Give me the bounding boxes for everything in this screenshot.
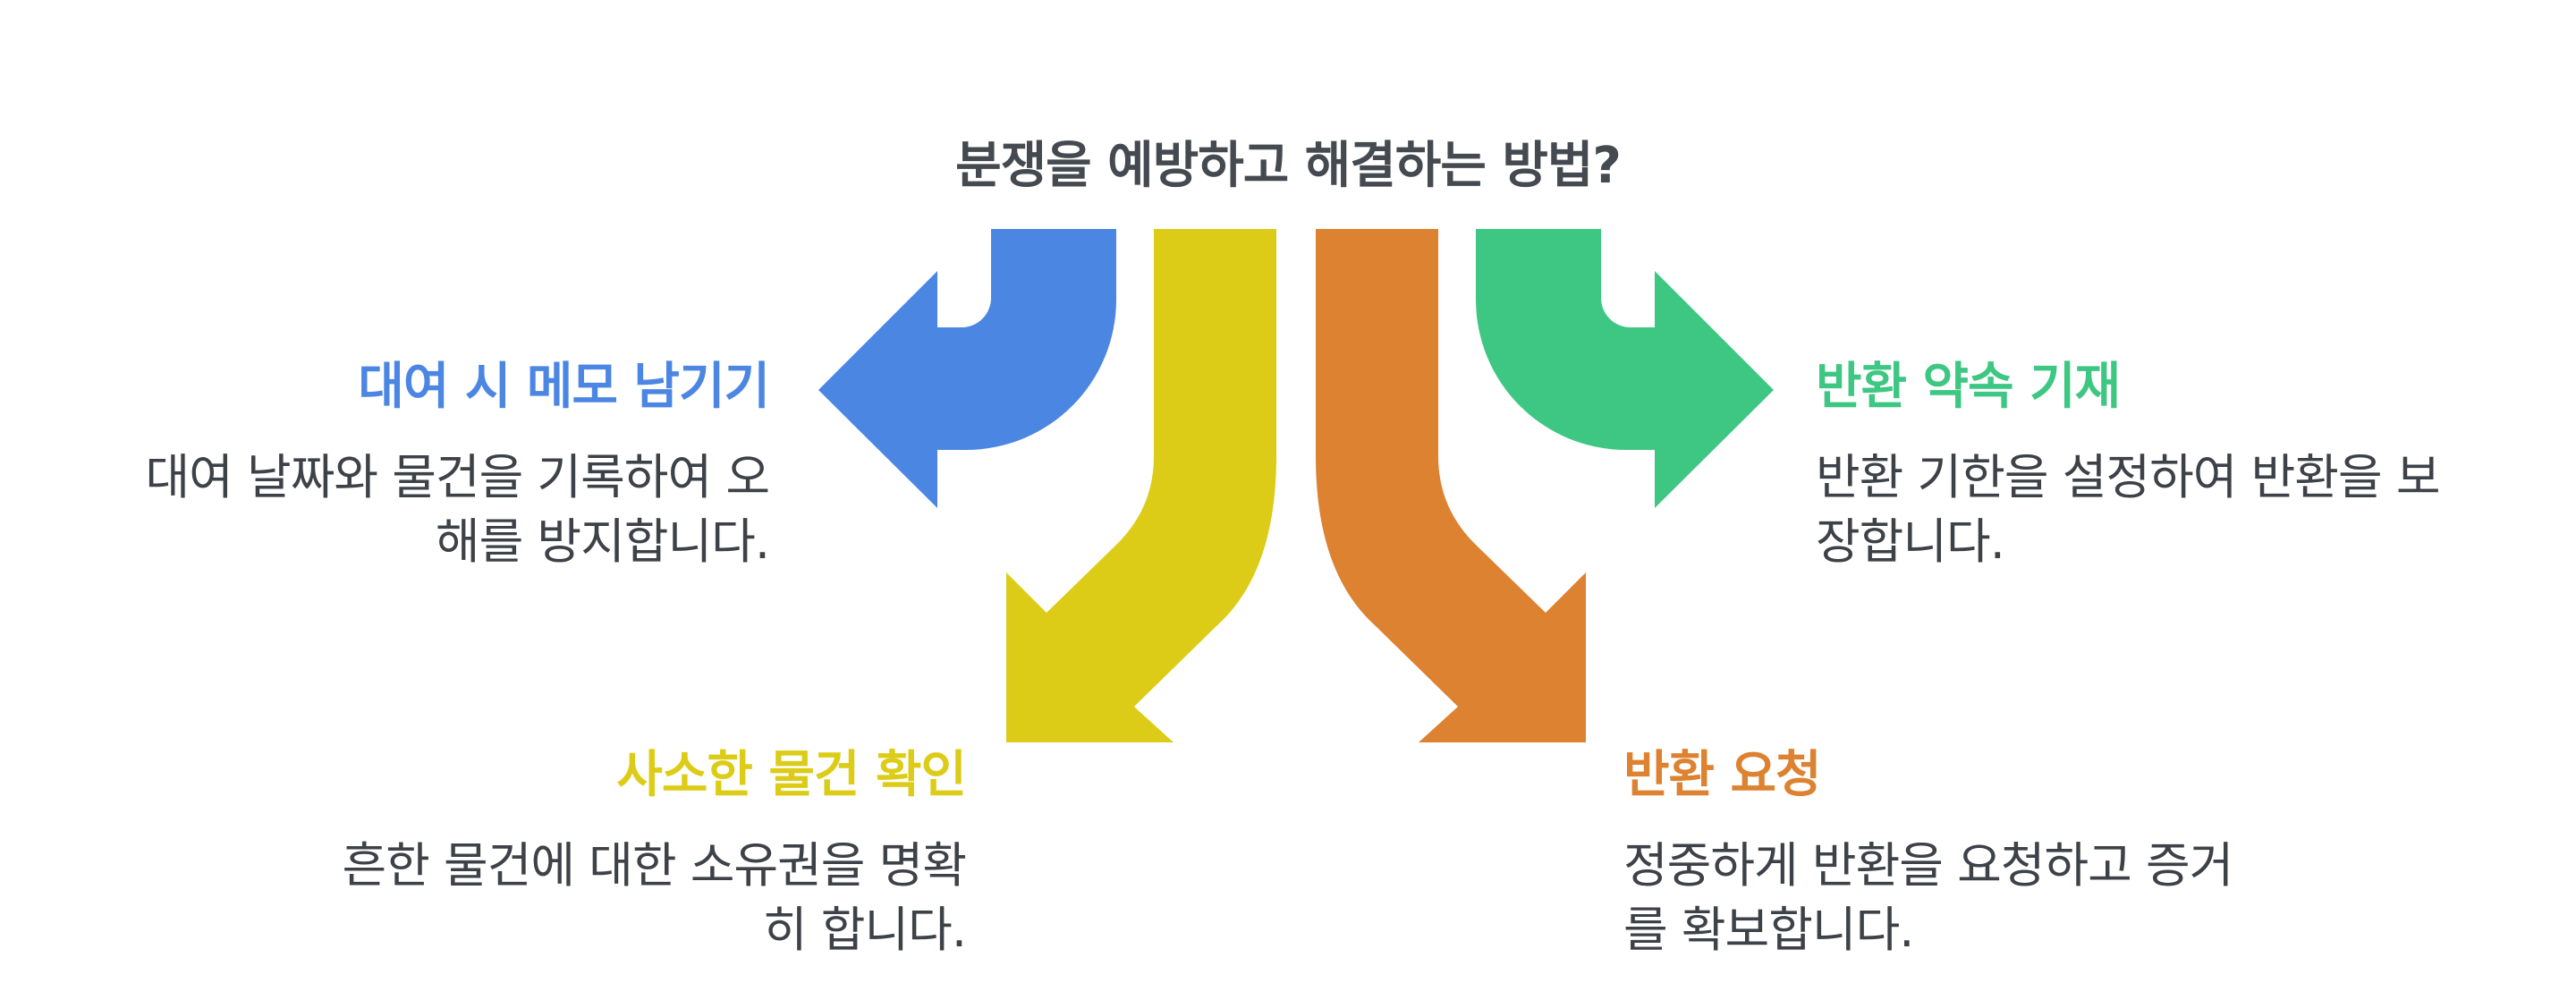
- item-memo: 대여 시 메모 남기기 대여 날짜와 물건을 기록하여 오 해를 방지합니다.: [0, 356, 771, 574]
- item-check-desc-line1: 흔한 물건에 대한 소유권을 명확: [342, 837, 968, 894]
- item-promise-desc-line1: 반환 기한을 설정하여 반환을 보: [1816, 449, 2441, 505]
- item-promise: 반환 약속 기재 반환 기한을 설정하여 반환을 보 장합니다.: [1816, 356, 2558, 574]
- orange-arrow: [1316, 229, 1586, 742]
- item-request-heading: 반환 요청: [1623, 746, 1822, 804]
- item-memo-desc: 대여 날짜와 물건을 기록하여 오 해를 방지합니다.: [0, 445, 771, 574]
- item-promise-desc-line2: 장합니다.: [1816, 513, 2005, 570]
- item-promise-desc: 반환 기한을 설정하여 반환을 보 장합니다.: [1816, 445, 2558, 574]
- item-memo-desc-line1: 대여 날짜와 물건을 기록하여 오: [145, 449, 771, 505]
- green-arrow: [1476, 229, 1774, 508]
- blue-arrow: [818, 229, 1116, 508]
- item-check-desc: 흔한 물건에 대한 소유권을 명확 히 합니다.: [179, 834, 968, 962]
- item-check-heading: 사소한 물건 확인: [616, 746, 967, 804]
- item-memo-heading: 대여 시 메모 남기기: [358, 358, 770, 416]
- item-check: 사소한 물건 확인 흔한 물건에 대한 소유권을 명확 히 합니다.: [179, 744, 968, 962]
- diagram-title: 분쟁을 예방하고 해결하는 방법?: [955, 137, 1622, 195]
- item-request-desc: 정중하게 반환을 요청하고 증거 를 확보합니다.: [1623, 834, 2393, 962]
- item-request-desc-line1: 정중하게 반환을 요청하고 증거: [1623, 837, 2233, 894]
- yellow-arrow: [1006, 229, 1276, 742]
- item-request: 반환 요청 정중하게 반환을 요청하고 증거 를 확보합니다.: [1623, 744, 2393, 962]
- item-request-desc-line2: 를 확보합니다.: [1623, 902, 1914, 958]
- item-memo-desc-line2: 해를 방지합니다.: [435, 513, 770, 570]
- item-check-desc-line2: 히 합니다.: [762, 902, 967, 958]
- item-promise-heading: 반환 약속 기재: [1816, 358, 2121, 416]
